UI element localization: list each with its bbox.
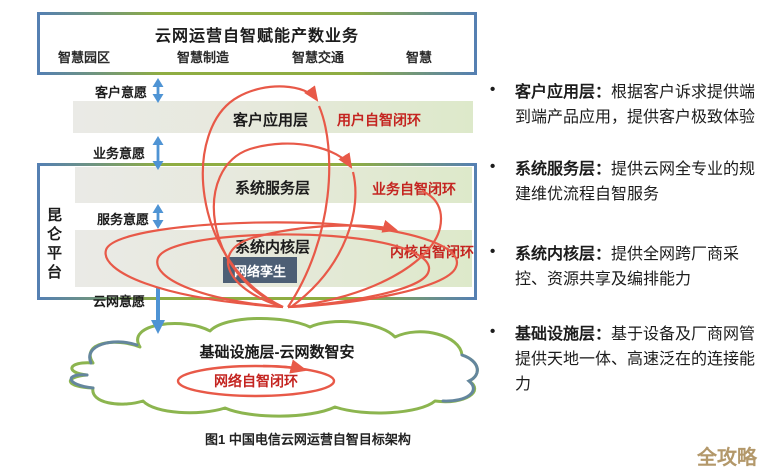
customer-intent-double-arrow-icon	[152, 78, 164, 103]
legend-term: 基础设施层：	[515, 326, 612, 343]
legend-desc: 根据客户诉求提供端到端产品应用，提供客户极致体验	[515, 84, 756, 126]
legend-item-kernel-layer: • 系统内核层：提供全网跨厂商采控、资源共享及编排能力	[486, 242, 772, 292]
customer-loop-label: 用户自智闭环	[337, 112, 421, 128]
cloud-title: 基础设施层-云网数智安	[199, 343, 355, 361]
bullet-icon: •	[490, 323, 496, 340]
legend-text: 系统内核层：提供全网跨厂商采控、资源共享及编排能力	[515, 242, 767, 292]
infrastructure-cloud: 基础设施层-云网数智安 网络自智闭环	[69, 316, 479, 418]
business-intent-double-arrow-icon	[152, 136, 164, 170]
legend-term: 系统服务层：	[515, 161, 612, 178]
top-box-title: 云网运营自智赋能产数业务	[154, 28, 359, 45]
kernel-layer-name: 系统内核层	[235, 239, 311, 256]
service-intent-double-arrow-icon	[152, 204, 164, 229]
bullet-icon: •	[490, 158, 496, 175]
legend-term: 系统内核层：	[515, 246, 612, 263]
bullet-icon: •	[490, 81, 496, 98]
business-top-box: 云网运营自智赋能产数业务 智慧园区 智慧制造 智慧交通 智慧	[37, 12, 477, 75]
top-box-item-smart-factory: 智慧制造	[176, 50, 230, 65]
platform-name: 昆仑平台	[45, 207, 62, 283]
intent-cloud-network: 云网意愿	[93, 294, 146, 309]
legend-item-customer-layer: • 客户应用层：根据客户诉求提供端到端产品应用，提供客户极致体验	[486, 80, 772, 130]
service-layer-name: 系统服务层	[235, 180, 311, 197]
legend-text: 客户应用层：根据客户诉求提供端到端产品应用，提供客户极致体验	[515, 80, 767, 130]
legend-item-infrastructure-layer: • 基础设施层：基于设备及厂商网管提供天地一体、高速泛在的连接能力	[486, 322, 772, 397]
legend-text: 基础设施层：基于设备及厂商网管提供天地一体、高速泛在的连接能力	[515, 322, 767, 397]
cloud-blue-accent-right	[441, 353, 479, 403]
intent-business: 业务意愿	[93, 146, 146, 161]
cloud-intent-down-arrow-icon	[151, 288, 165, 334]
intent-customer: 客户意愿	[95, 85, 148, 100]
bullet-icon: •	[490, 243, 496, 260]
watermark: 全攻略	[697, 447, 757, 469]
top-box-item-smart-traffic: 智慧交通	[291, 50, 345, 65]
customer-layer-name: 客户应用层	[233, 112, 309, 129]
legend-desc: 提供全网跨厂商采控、资源共享及编排能力	[515, 246, 740, 288]
network-loop-arrow	[262, 359, 308, 374]
intent-service: 服务意愿	[97, 212, 150, 227]
top-box-item-smart: 智慧	[405, 50, 433, 65]
cloud-blue-accent-left-top	[88, 340, 139, 365]
service-loop-label: 业务自智闭环	[372, 181, 456, 197]
cloud-loop-label: 网络自智闭环	[214, 373, 298, 389]
cloud-blue-accent-left-bottom	[69, 373, 95, 390]
network-twin-box: 网络孪生	[223, 257, 297, 283]
legend-text: 系统服务层：提供云网全专业的规建维优流程自智服务	[515, 157, 767, 207]
legend-desc: 提供云网全专业的规建维优流程自智服务	[515, 161, 756, 203]
kernel-loop-label: 内核自智闭环	[390, 244, 474, 260]
top-box-item-smart-park: 智慧园区	[57, 50, 111, 65]
legend-item-service-layer: • 系统服务层：提供云网全专业的规建维优流程自智服务	[486, 157, 772, 207]
figure-caption: 图1 中国电信云网运营自智目标架构	[205, 432, 411, 447]
legend-desc: 基于设备及厂商网管提供天地一体、高速泛在的连接能力	[515, 326, 756, 393]
network-loop-ellipse	[176, 364, 336, 398]
legend-term: 客户应用层：	[515, 84, 612, 101]
